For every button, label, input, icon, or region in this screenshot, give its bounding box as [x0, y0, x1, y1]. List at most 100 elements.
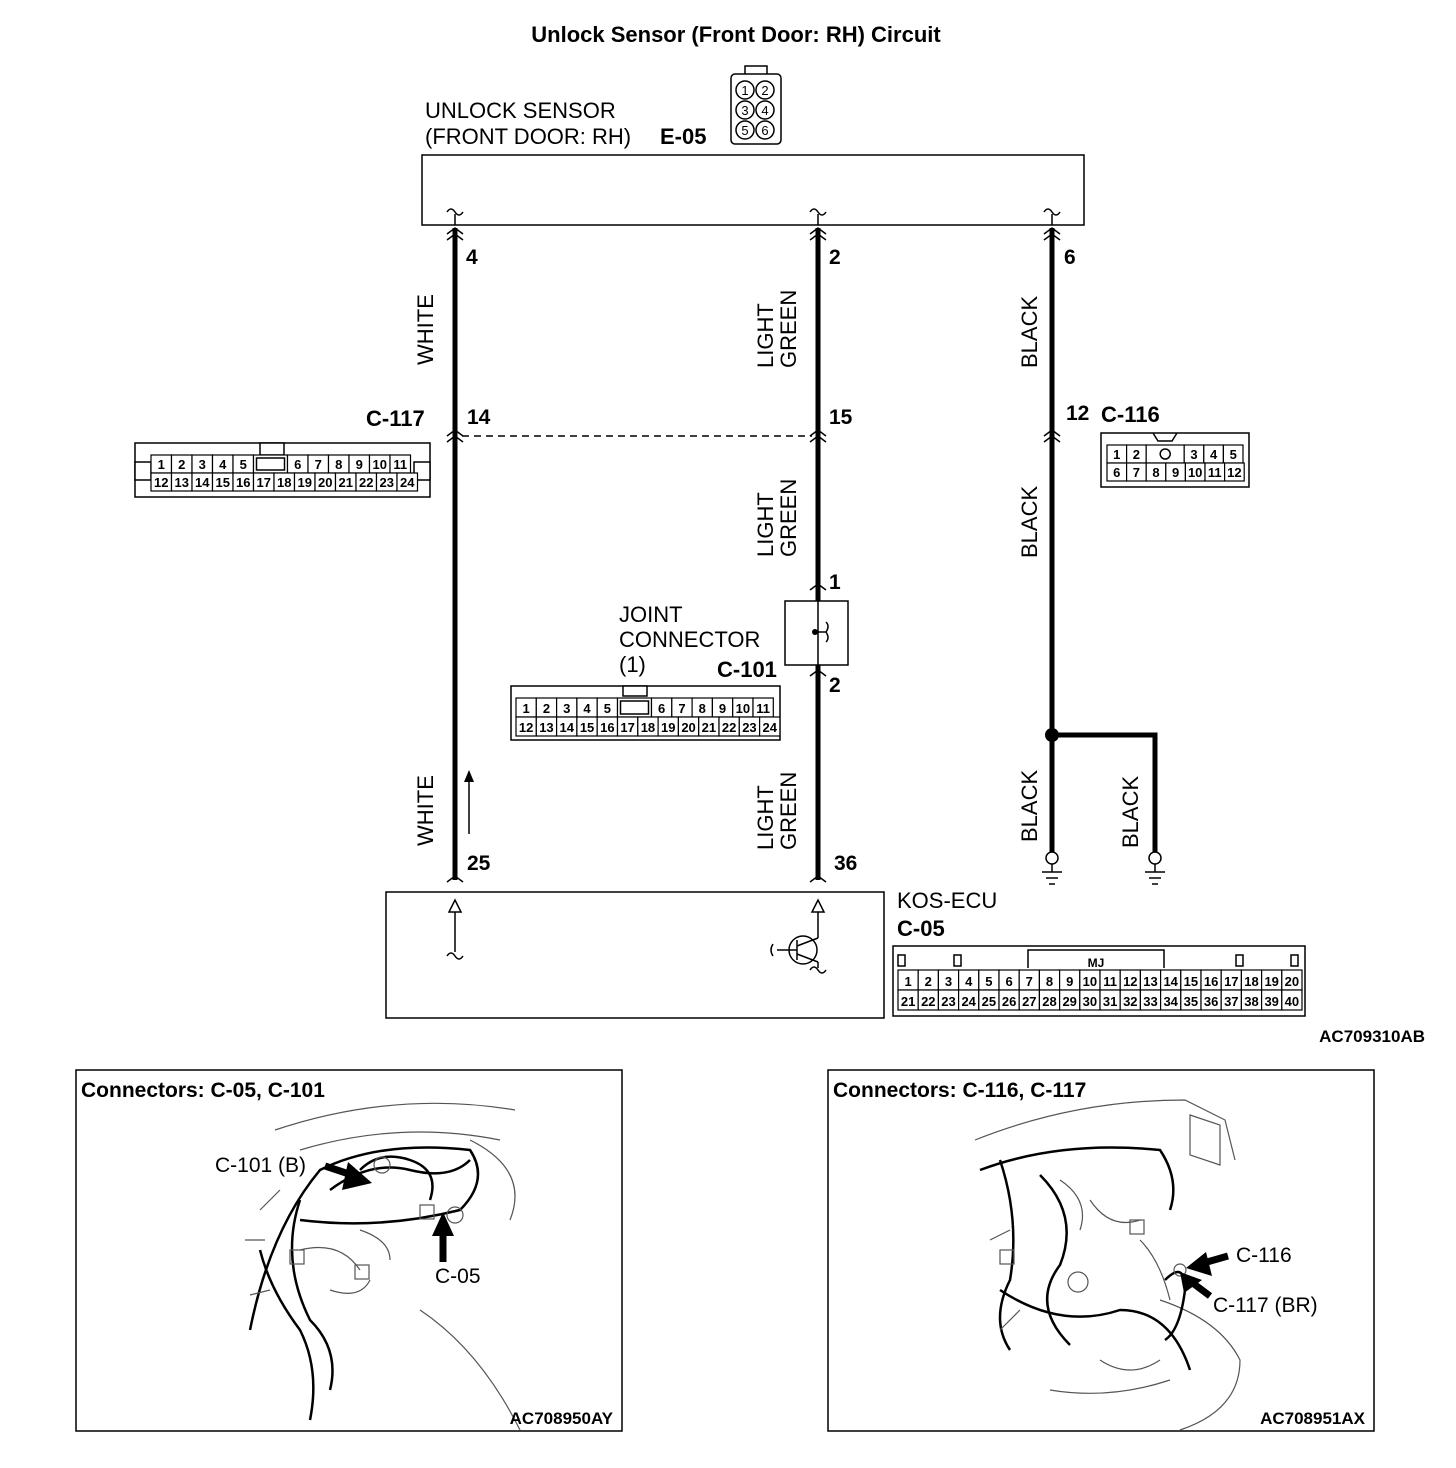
- c05-pin-label: 33: [1143, 994, 1157, 1009]
- c117-pin-label: 2: [178, 457, 185, 472]
- wire-label-lg-bot-2: GREEN: [776, 772, 801, 850]
- c101-key-icon: [619, 700, 650, 715]
- ecu-name: KOS-ECU: [897, 888, 997, 913]
- c05-cell: [1281, 989, 1303, 1011]
- c05-pin-label: 27: [1022, 994, 1036, 1009]
- c117-pin-label: 18: [277, 475, 291, 490]
- left-panel-frame: [75, 1069, 623, 1432]
- c116-pin-label: 3: [1190, 447, 1197, 462]
- c05-arrow-icon: [432, 1212, 454, 1236]
- c05-pin-label: 20: [1285, 974, 1299, 989]
- c101-arrow-icon: [342, 1162, 372, 1190]
- svg-text:4: 4: [761, 103, 768, 118]
- c05-pin-label: 10: [1083, 974, 1097, 989]
- c101-pin-label: 12: [519, 720, 533, 735]
- c117-pin-label: 10: [373, 457, 387, 472]
- c101-pin-label: 15: [580, 720, 594, 735]
- wire-label-white-top: WHITE: [413, 294, 438, 365]
- black-wire-branch: [1052, 732, 1158, 852]
- c101-pin-label: 8: [699, 701, 706, 716]
- sensor-name-line2: (FRONT DOOR: RH): [425, 124, 631, 149]
- c116-pin-label: 9: [1172, 465, 1179, 480]
- c05-pin-label: 12: [1123, 974, 1137, 989]
- c117-pin-label: 14: [195, 475, 210, 490]
- left-label-c101: C-101 (B): [215, 1154, 306, 1177]
- c117-pin-label: 21: [339, 475, 353, 490]
- e05-connector-face-icon: 1 2 3 4 5 6: [730, 65, 782, 145]
- sensor-box-terminals: [446, 208, 1061, 225]
- c117-pin-label: 5: [240, 457, 247, 472]
- svg-text:3: 3: [741, 103, 748, 118]
- c05-pin-label: 36: [1204, 994, 1218, 1009]
- wire-label-lg-mid-2: GREEN: [776, 479, 801, 557]
- c116-pin-label: 6: [1113, 465, 1120, 480]
- pin-c117-14: 14: [467, 406, 491, 429]
- wire-label-black-top: BLACK: [1017, 296, 1042, 368]
- c116-pin-label: 8: [1152, 465, 1159, 480]
- c05-pin-label: 13: [1143, 974, 1157, 989]
- c117-pin-label: 20: [318, 475, 332, 490]
- c05-pin-label: 39: [1264, 994, 1278, 1009]
- wire-label-black-bot: BLACK: [1017, 770, 1042, 842]
- left-panel-code: AC708950AY: [510, 1409, 614, 1428]
- unlock-sensor-box: [421, 154, 1085, 226]
- joint-connector-internal: [812, 601, 829, 665]
- right-panel-title: Connectors: C-116, C-117: [833, 1079, 1086, 1102]
- c116-key-icon: [1159, 448, 1171, 460]
- c116-pin-label: 11: [1208, 465, 1222, 480]
- c05-pin-label: 19: [1264, 974, 1278, 989]
- c117-pin-label: 4: [219, 457, 227, 472]
- c117-label: C-117: [366, 406, 425, 431]
- c117-pin-label: 11: [393, 457, 407, 472]
- svg-text:1: 1: [741, 83, 748, 98]
- signal-arrow-icon: [464, 770, 474, 782]
- diagram-title: Unlock Sensor (Front Door: RH) Circuit: [531, 22, 941, 47]
- c116-pin-label: 12: [1227, 465, 1241, 480]
- c101-pin-label: 9: [719, 701, 726, 716]
- c117-pin-label: 24: [400, 475, 415, 490]
- c05-pin-label: 38: [1244, 994, 1258, 1009]
- c05-pin-label: 24: [961, 994, 976, 1009]
- c116-pin-label: 4: [1210, 447, 1218, 462]
- pin-6: 6: [1064, 246, 1076, 269]
- left-label-c05: C-05: [435, 1265, 481, 1288]
- c101-pin-label: 1: [523, 701, 530, 716]
- c05-pin-label: 37: [1224, 994, 1238, 1009]
- c117-pin-label: 3: [199, 457, 206, 472]
- c05-pin-label: 11: [1103, 974, 1117, 989]
- c117-pin-label: 6: [294, 457, 301, 472]
- c117-pin-label: 23: [380, 475, 394, 490]
- joint-label-1: JOINT: [619, 602, 683, 627]
- c05-pin-label: 35: [1184, 994, 1198, 1009]
- joint-label-2: CONNECTOR: [619, 627, 760, 652]
- wire-label-white-bottom: WHITE: [413, 775, 438, 846]
- figure-code: AC709310AB: [1319, 1027, 1425, 1046]
- c117-key-icon: [255, 457, 286, 471]
- c101-pin-label: 19: [661, 720, 675, 735]
- c101-pin-label: 4: [583, 701, 591, 716]
- right-panel-frame: [827, 1069, 1375, 1432]
- c101-pin-label: 21: [702, 720, 716, 735]
- pin-ecu-36: 36: [834, 852, 857, 875]
- svg-text:6: 6: [761, 123, 768, 138]
- c101-cell: [758, 716, 781, 737]
- right-label-c117: C-117 (BR): [1213, 1294, 1318, 1317]
- c117-pin-label: 22: [359, 475, 373, 490]
- wire-label-lg-top-2: GREEN: [776, 290, 801, 368]
- c05-pin-label: 16: [1204, 974, 1218, 989]
- c101-pin-label: 5: [604, 701, 611, 716]
- pin-ecu-25: 25: [467, 852, 491, 875]
- connector-chevrons: [446, 227, 1061, 883]
- right-harness-illustration: [974, 1099, 1241, 1431]
- sensor-connector-label: E-05: [660, 124, 706, 149]
- joint-label-3: (1): [619, 652, 646, 677]
- splice-point: [1045, 728, 1059, 742]
- c116-cell: [1223, 462, 1245, 482]
- c117-pin-label: 7: [315, 457, 322, 472]
- c05-pin-label: 8: [1046, 974, 1053, 989]
- svg-text:2: 2: [761, 83, 768, 98]
- c05-pin-label: 31: [1103, 994, 1117, 1009]
